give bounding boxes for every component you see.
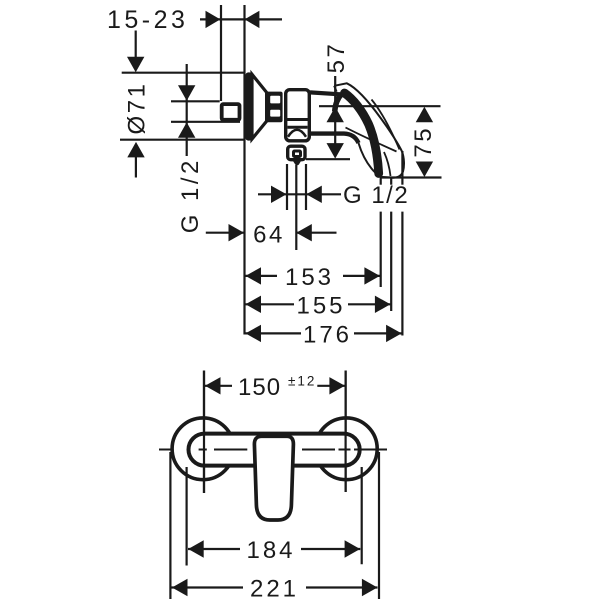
svg-text:221: 221: [250, 576, 299, 600]
svg-text:176: 176: [303, 321, 352, 348]
svg-text:155: 155: [296, 292, 345, 319]
svg-text:57: 57: [323, 42, 350, 74]
svg-text:75: 75: [410, 126, 437, 158]
svg-text:184: 184: [246, 537, 295, 564]
svg-text:15-23: 15-23: [107, 6, 188, 34]
svg-text:64: 64: [253, 222, 285, 249]
svg-text:±12: ±12: [288, 374, 316, 389]
svg-text:G 1/2: G 1/2: [343, 182, 409, 209]
svg-text:Ø71: Ø71: [124, 82, 151, 135]
svg-text:G 1/2: G 1/2: [177, 157, 204, 233]
svg-text:153: 153: [285, 264, 334, 291]
svg-text:150: 150: [238, 374, 281, 401]
